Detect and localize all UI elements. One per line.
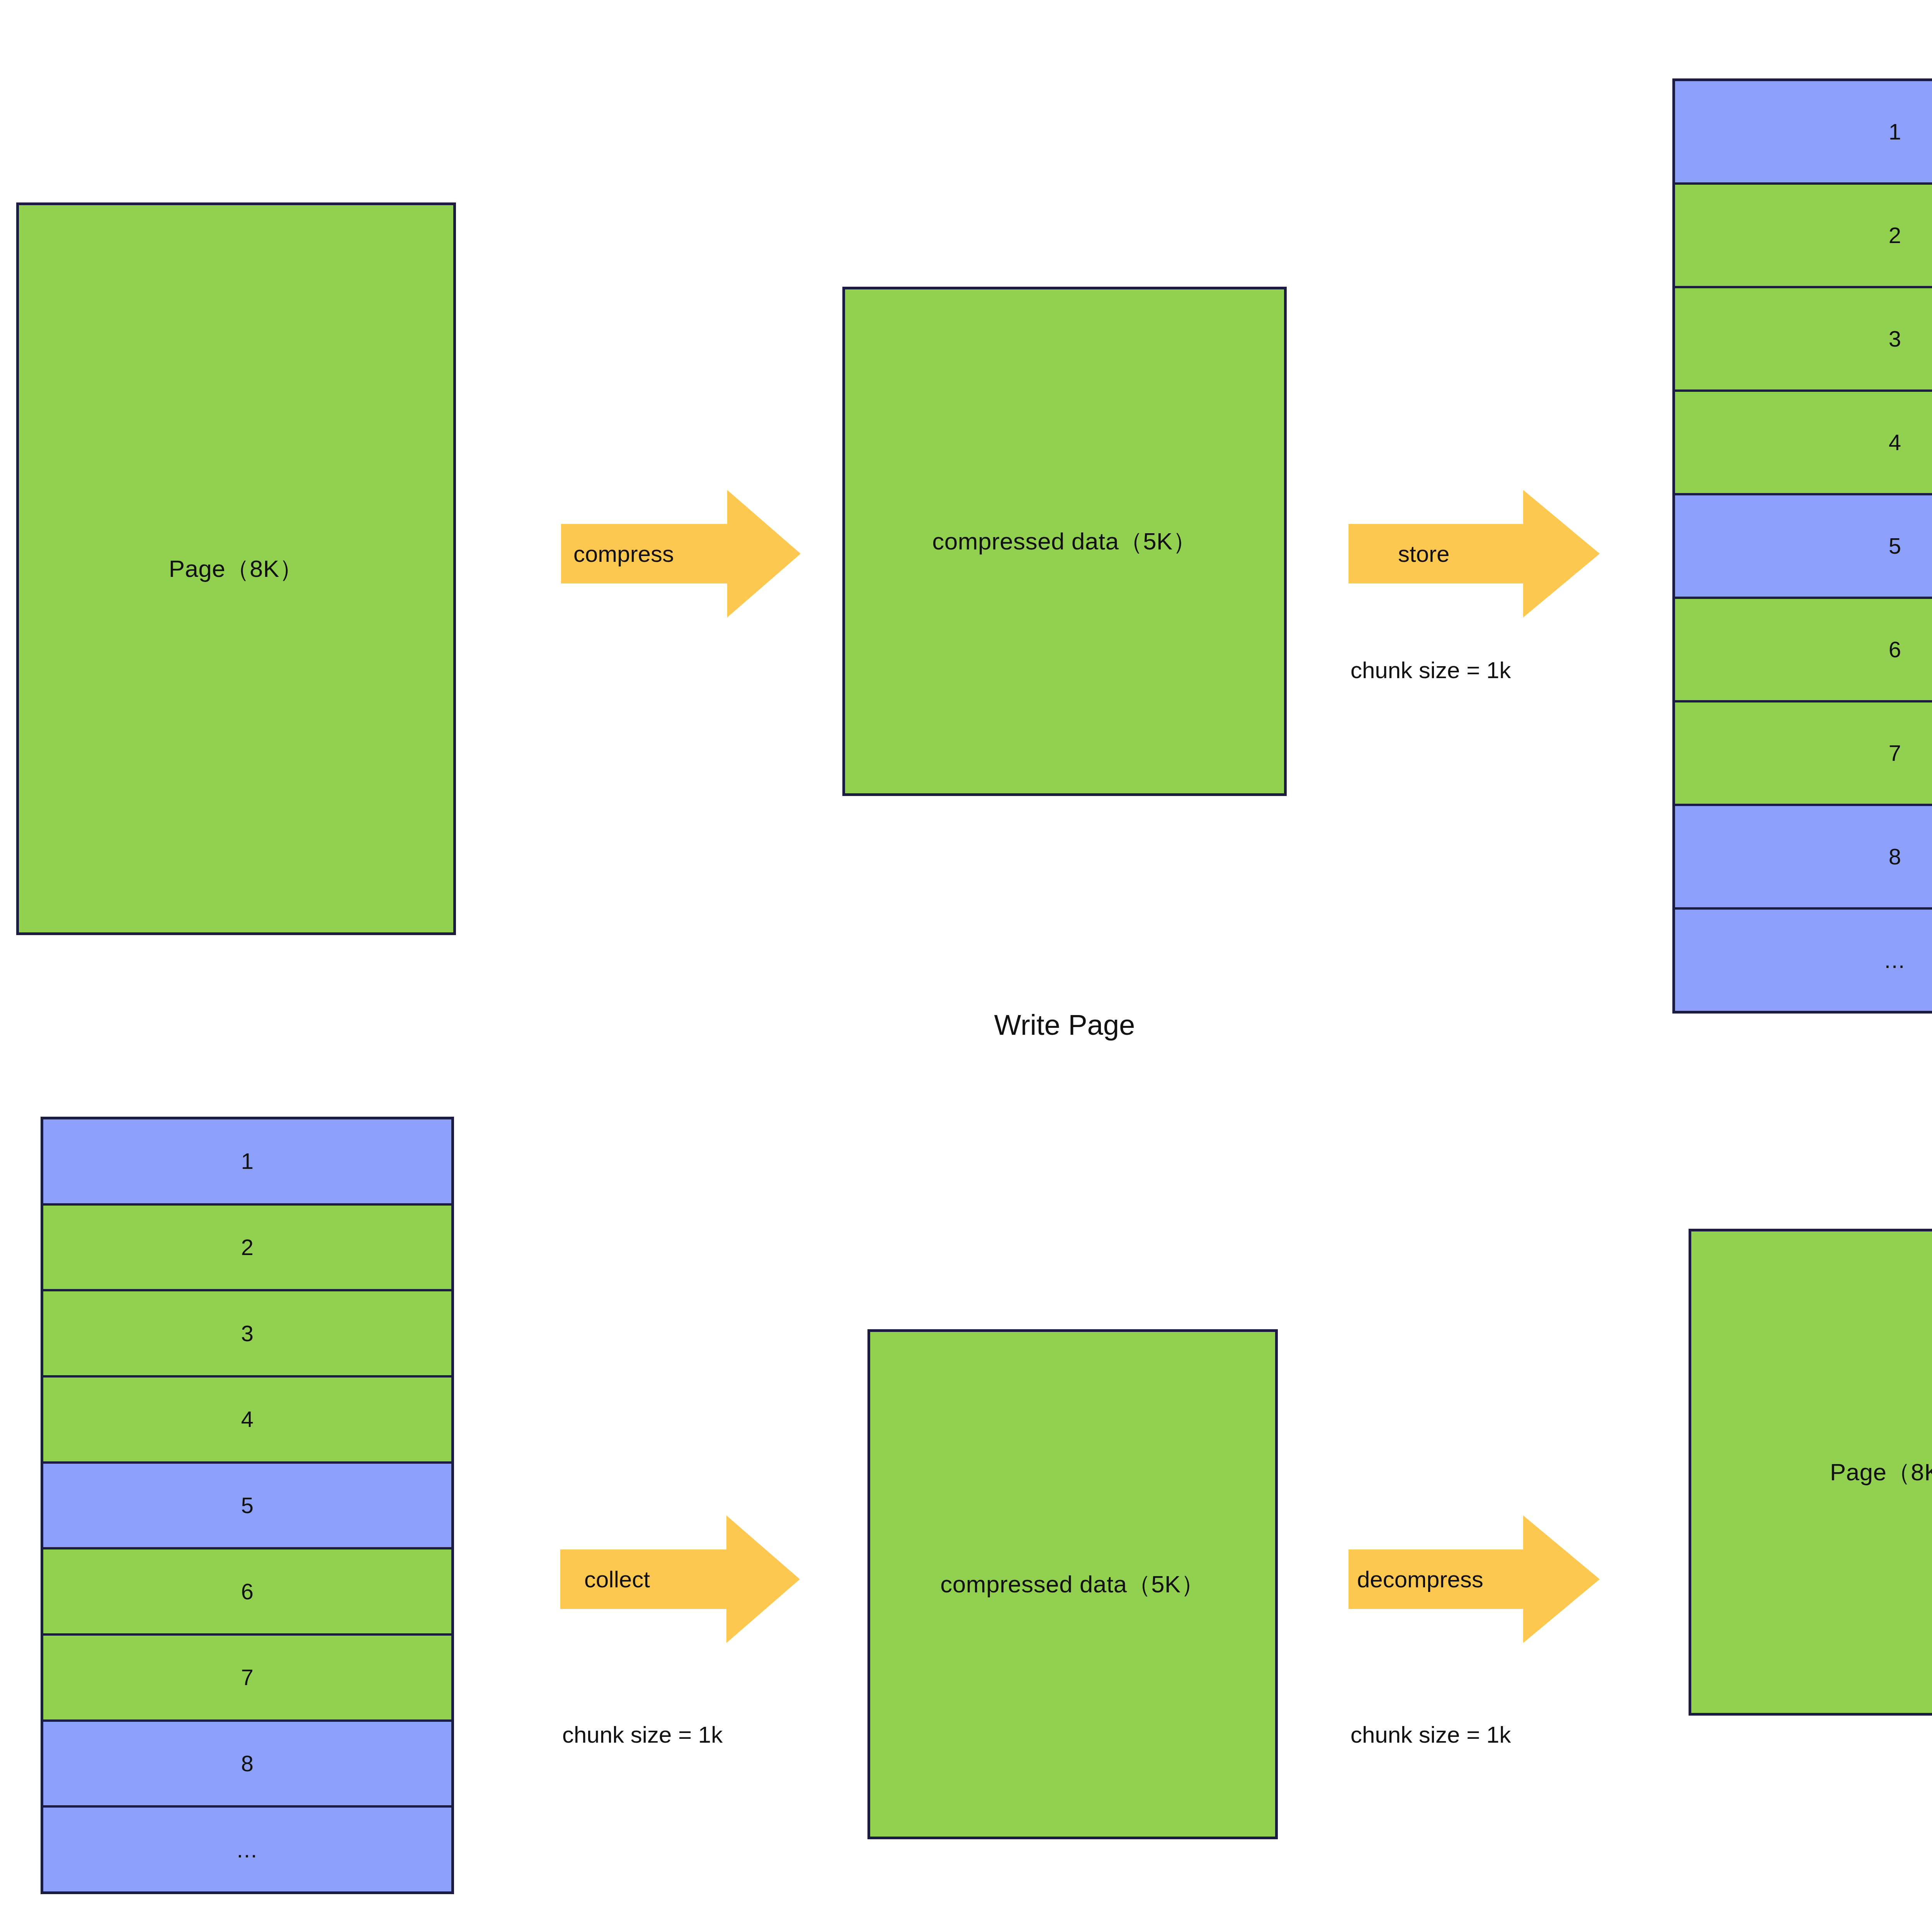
read-chunk-row[interactable]: 5 (43, 1464, 451, 1550)
write-chunk-row[interactable]: 3 (1675, 288, 1932, 392)
collect-arrow-shape (560, 1515, 800, 1643)
write-chunk-row[interactable]: 8 (1675, 806, 1932, 910)
write-chunk-label: 7 (1889, 742, 1901, 764)
write-chunk-label: 3 (1889, 328, 1901, 350)
read-chunk-row[interactable]: 3 (43, 1291, 451, 1378)
store-chunk-size-caption: chunk size = 1k (1350, 657, 1511, 684)
read-chunk-row[interactable]: 4 (43, 1378, 451, 1464)
read-chunk-label: 4 (241, 1408, 253, 1430)
write-source-page-label: Page（8K） (169, 553, 304, 585)
write-chunk-row[interactable]: 5 (1675, 495, 1932, 599)
read-chunk-label: 8 (241, 1752, 253, 1775)
write-chunk-row[interactable]: 4 (1675, 392, 1932, 495)
write-chunk-row[interactable]: 2 (1675, 185, 1932, 288)
write-compressed-data-label: compressed data（5K） (932, 525, 1197, 558)
decompress-arrow[interactable]: decompress (1349, 1515, 1600, 1643)
read-chunk-stack: 1 2 3 4 5 6 7 8 ... (41, 1117, 454, 1894)
read-chunk-row[interactable]: 7 (43, 1636, 451, 1722)
read-chunk-row[interactable]: 6 (43, 1549, 451, 1636)
read-chunk-row[interactable]: ... (43, 1808, 451, 1891)
write-compressed-data-box: compressed data（5K） (842, 287, 1287, 796)
read-chunk-label: 6 (241, 1580, 253, 1603)
write-chunk-row[interactable]: 1 (1675, 81, 1932, 185)
read-target-page-box: Page（8K） (1689, 1229, 1932, 1716)
compress-arrow[interactable]: compress (561, 490, 801, 617)
read-chunk-row[interactable]: 8 (43, 1722, 451, 1808)
write-chunk-stack: 1 2 3 4 5 6 7 8 ... (1672, 78, 1932, 1014)
read-chunk-label: 2 (241, 1236, 253, 1259)
write-chunk-label: 5 (1889, 535, 1901, 557)
write-chunk-label: ... (1884, 949, 1905, 971)
write-page-section-label: Write Page (842, 1009, 1287, 1041)
write-chunk-label: 6 (1889, 638, 1901, 661)
read-chunk-label: ... (237, 1838, 258, 1861)
collect-chunk-size-caption: chunk size = 1k (562, 1721, 723, 1748)
write-chunk-label: 8 (1889, 845, 1901, 868)
read-compressed-data-box: compressed data（5K） (867, 1329, 1278, 1839)
read-chunk-row[interactable]: 2 (43, 1206, 451, 1292)
store-arrow-shape (1349, 490, 1600, 617)
read-chunk-label: 3 (241, 1322, 253, 1345)
read-chunk-label: 1 (241, 1150, 253, 1172)
write-source-page-box: Page（8K） (16, 202, 456, 935)
write-chunk-label: 4 (1889, 431, 1901, 454)
write-chunk-row[interactable]: 6 (1675, 599, 1932, 702)
decompress-arrow-shape (1349, 1515, 1600, 1643)
read-chunk-label: 5 (241, 1494, 253, 1517)
store-arrow[interactable]: store (1349, 490, 1600, 617)
read-target-page-label: Page（8K） (1830, 1456, 1932, 1488)
compress-arrow-shape (561, 490, 801, 617)
write-chunk-row[interactable]: 7 (1675, 702, 1932, 806)
read-chunk-row[interactable]: 1 (43, 1119, 451, 1206)
write-chunk-label: 2 (1889, 224, 1901, 247)
write-chunk-row[interactable]: ... (1675, 910, 1932, 1011)
write-chunk-label: 1 (1889, 121, 1901, 143)
decompress-chunk-size-caption: chunk size = 1k (1350, 1721, 1511, 1748)
read-chunk-label: 7 (241, 1666, 253, 1689)
read-compressed-data-label: compressed data（5K） (940, 1568, 1205, 1600)
collect-arrow[interactable]: collect (560, 1515, 800, 1643)
